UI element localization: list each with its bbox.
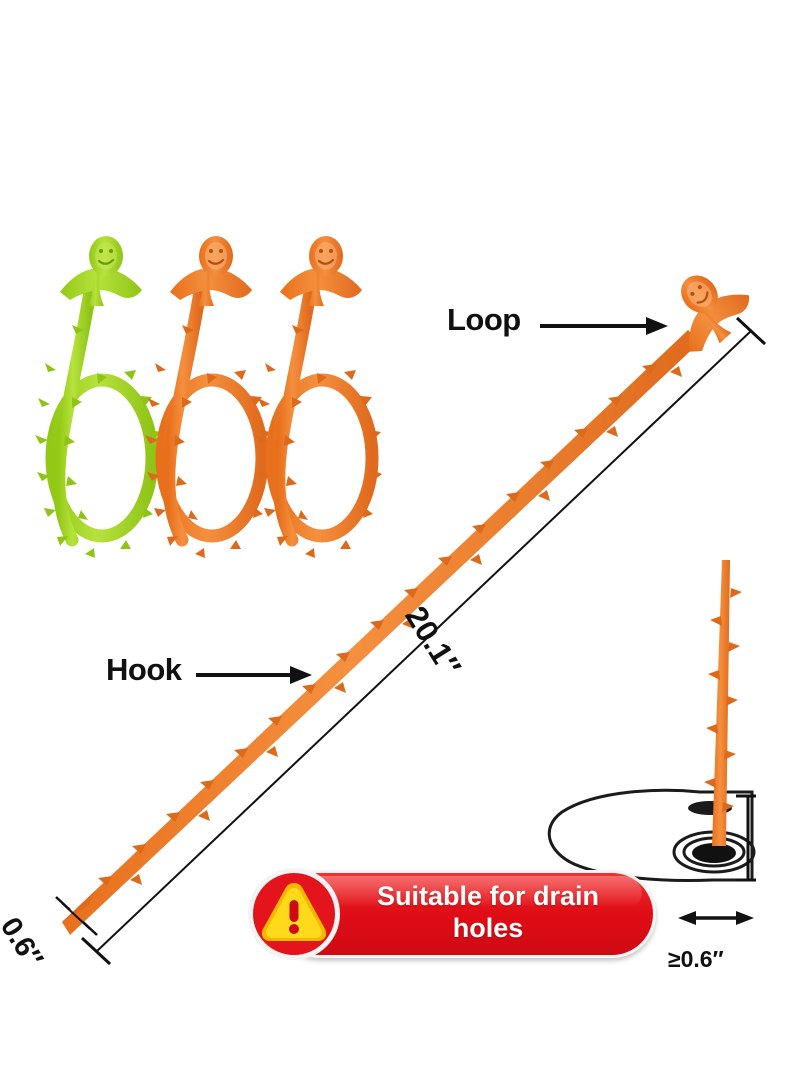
- inserted-snake-barbs: [704, 588, 742, 812]
- drain-insertion-diagram: [547, 560, 756, 925]
- suitability-badge: Suitable for drain holes: [246, 866, 656, 962]
- hole-size-label: ≥0.6″: [668, 946, 724, 972]
- length-tick-top: [735, 316, 767, 346]
- badge-pill: [276, 870, 656, 958]
- sink-basin-outline: [547, 788, 754, 882]
- hole-size-bracket: [736, 794, 756, 882]
- badge-text-line1: Suitable for drain: [376, 881, 600, 911]
- warning-triangle-icon: [248, 868, 340, 960]
- hook-label: Hook: [106, 652, 182, 687]
- hook-callout-arrow: [196, 666, 312, 684]
- badge-text-line2: holes: [452, 913, 524, 943]
- coiled-tool-orange-2: [255, 236, 382, 558]
- tool-shaft: [52, 285, 97, 547]
- length-tick-bottom: [80, 936, 112, 966]
- tool-barbs: [145, 325, 272, 558]
- hole-width-arrow: [678, 911, 754, 925]
- loop-label: Loop: [447, 302, 521, 337]
- dimension-lines: [55, 316, 767, 966]
- main-tool-handle-smiley: [681, 275, 750, 352]
- length-dimension-line: [95, 329, 753, 953]
- tool-shaft: [162, 285, 207, 547]
- tool-handle-smiley: [170, 236, 252, 306]
- main-tool-tip: [62, 890, 96, 922]
- loop-callout-arrow: [540, 317, 668, 335]
- callout-arrows: [196, 317, 668, 684]
- diameter-tick-a: [55, 896, 71, 911]
- drain-hole: [692, 843, 736, 863]
- tool-handle-smiley: [280, 236, 362, 306]
- main-drain-snake: [62, 275, 750, 935]
- badge-text: Suitable for drain holes: [338, 880, 638, 944]
- coiled-tool-green: [35, 236, 162, 558]
- inserted-snake-shaft: [712, 560, 730, 846]
- tool-handle-smiley: [60, 236, 142, 306]
- diameter-tick-b: [82, 921, 98, 936]
- coiled-tool-orange-1: [145, 236, 272, 558]
- main-tool-barbs: [98, 364, 682, 886]
- main-tool-shaft: [62, 330, 700, 935]
- tool-barbs: [255, 325, 382, 558]
- tool-shaft: [272, 285, 317, 547]
